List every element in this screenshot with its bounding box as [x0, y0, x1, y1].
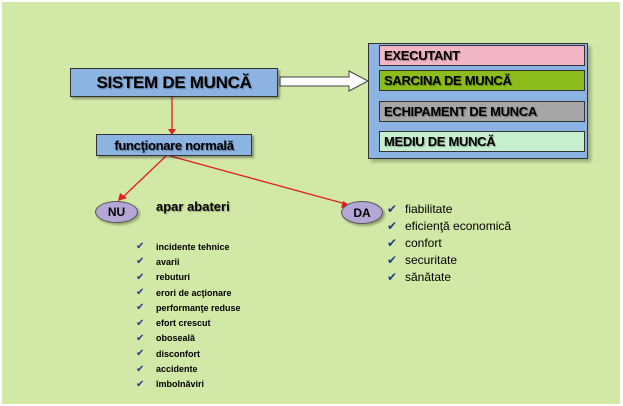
- list-item: ✔erori de acţionare: [136, 287, 232, 299]
- list-item: ✔securitate: [387, 253, 458, 268]
- list-item: ✔îmbolnăviri: [136, 378, 205, 390]
- component-mediu: MEDIU DE MUNCĂ: [379, 131, 585, 152]
- checkmark-icon: ✔: [136, 363, 145, 375]
- no-ellipse: NU: [95, 201, 138, 223]
- main-system-box: SISTEM DE MUNCĂ: [70, 68, 278, 97]
- checkmark-icon: ✔: [136, 256, 145, 268]
- checkmark-icon: ✔: [387, 235, 398, 250]
- checkmark-icon: ✔: [387, 201, 398, 216]
- arrowhead-nu: [118, 193, 127, 201]
- deviations-caption: apar abateri: [156, 199, 230, 214]
- checkmark-icon: ✔: [387, 253, 398, 268]
- list-item: ✔eficienţă economică: [387, 218, 512, 233]
- arrowhead-func: [168, 129, 176, 135]
- checkmark-icon: ✔: [387, 270, 398, 285]
- arrow-func-to-nu: [122, 155, 167, 198]
- checkmark-icon: ✔: [136, 302, 145, 314]
- list-item: ✔sănătate: [387, 270, 452, 285]
- list-item: ✔confort: [387, 235, 442, 250]
- checkmark-icon: ✔: [136, 348, 145, 360]
- block-arrow: [279, 70, 370, 92]
- list-item: ✔accidente: [136, 363, 198, 375]
- yes-ellipse: DA: [341, 201, 383, 224]
- deviations-list: ✔incidente tehnice ✔avarii ✔rebuturi ✔er…: [136, 239, 241, 392]
- checkmark-icon: ✔: [136, 317, 145, 329]
- list-item: ✔avarii: [136, 256, 180, 268]
- list-item: ✔fiabilitate: [387, 201, 453, 216]
- component-echipament: ECHIPAMENT DE MUNCA: [379, 101, 585, 122]
- list-item: ✔incidente tehnice: [136, 241, 230, 253]
- checkmark-icon: ✔: [136, 332, 145, 344]
- normal-operation-box: funcţionare normală: [96, 134, 252, 156]
- checkmark-icon: ✔: [136, 378, 145, 390]
- checkmark-icon: ✔: [136, 271, 145, 283]
- component-executant: EXECUTANT: [379, 45, 585, 66]
- arrow-func-to-da: [169, 155, 347, 205]
- checkmark-icon: ✔: [387, 218, 398, 233]
- list-item: ✔disconfort: [136, 348, 200, 360]
- list-item: ✔performanţe reduse: [136, 302, 241, 314]
- list-item: ✔efort crescut: [136, 317, 211, 329]
- checkmark-icon: ✔: [136, 241, 145, 253]
- list-item: ✔oboseală: [136, 332, 196, 344]
- checkmark-icon: ✔: [136, 287, 145, 299]
- list-item: ✔rebuturi: [136, 271, 191, 283]
- outcomes-list: ✔fiabilitate ✔eficienţă economică ✔confo…: [387, 200, 511, 286]
- component-sarcina: SARCINA DE MUNCĂ: [379, 70, 585, 91]
